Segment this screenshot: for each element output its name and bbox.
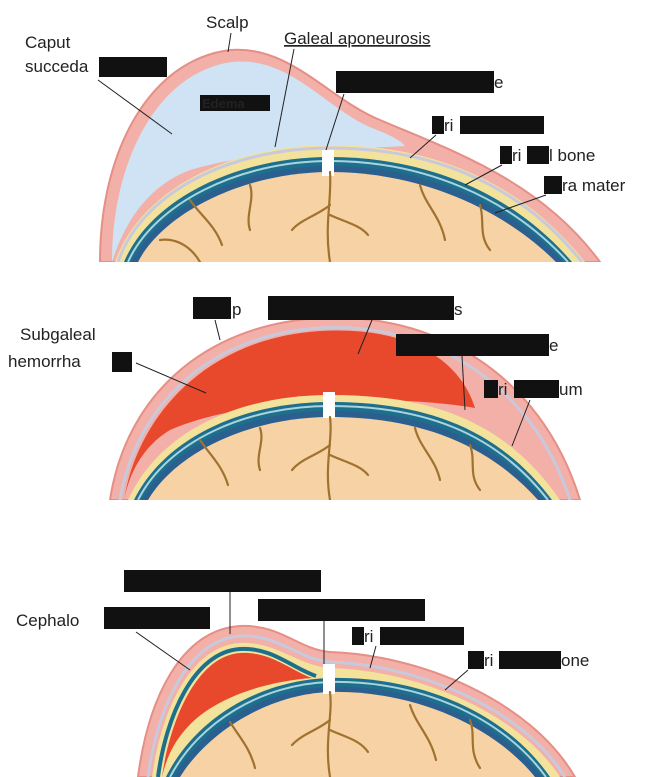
label-edema: Edema <box>200 95 270 111</box>
svg-text:Edema: Edema <box>202 96 245 111</box>
label-suture-tail-1: e <box>494 73 503 92</box>
redaction-dura <box>544 176 562 194</box>
redaction-aponeurosis-2 <box>268 296 454 320</box>
redaction-suture-1 <box>336 71 494 93</box>
label-dura: ra mater <box>562 176 626 195</box>
label-suture-tail-2: e <box>549 336 558 355</box>
redaction-periosteum-3a <box>352 627 364 645</box>
label-subgaleal-line2: hemorrha <box>8 352 81 371</box>
redaction-caput <box>99 57 167 77</box>
label-aponeurosis-2: s <box>454 300 463 319</box>
label-parietal-b: l bone <box>549 146 595 165</box>
leader-scalp-2 <box>215 320 220 340</box>
label-periosteum-1: ri <box>444 116 453 135</box>
label-periosteum-2b: um <box>559 380 583 399</box>
redaction-periosteum-1b <box>460 116 544 134</box>
redaction-cephalo <box>104 607 210 629</box>
label-periosteum-3: ri <box>364 627 373 646</box>
label-periosteum-2a: ri <box>498 380 507 399</box>
label-bone-3a: ri <box>484 651 493 670</box>
label-scalp: Scalp <box>206 13 249 32</box>
redaction-periosteum-2b <box>514 380 559 398</box>
label-bone-3b: one <box>561 651 589 670</box>
suture-gap-2 <box>323 392 335 418</box>
label-scalp-2: p <box>232 300 241 319</box>
label-cephalo: Cephalo <box>16 611 79 630</box>
label-subgaleal-line1: Subgaleal <box>20 325 96 344</box>
label-caput-line2: succeda <box>25 57 89 76</box>
redaction-aponeurosis-3 <box>124 570 321 592</box>
redaction-suture-3 <box>258 599 425 621</box>
redaction-bone-3a <box>468 651 484 669</box>
redaction-bone-3b <box>499 651 561 669</box>
suture-gap <box>322 150 334 176</box>
redaction-periosteum-1a <box>432 116 444 134</box>
redaction-periosteum-2a <box>484 380 498 398</box>
label-galeal: Galeal aponeurosis <box>284 29 430 48</box>
label-parietal-a: ri <box>512 146 521 165</box>
redaction-periosteum-3b <box>380 627 464 645</box>
label-caput-line1: Caput <box>25 33 71 52</box>
redaction-suture-2 <box>396 334 549 356</box>
redaction-scalp-2 <box>193 297 231 319</box>
redaction-parietal-a <box>500 146 512 164</box>
leader-cephalo <box>136 632 190 670</box>
suture-gap-3 <box>323 664 335 694</box>
redaction-subgaleal <box>112 352 132 372</box>
panel-cephalohematoma <box>138 626 575 777</box>
redaction-parietal-b <box>527 146 549 164</box>
